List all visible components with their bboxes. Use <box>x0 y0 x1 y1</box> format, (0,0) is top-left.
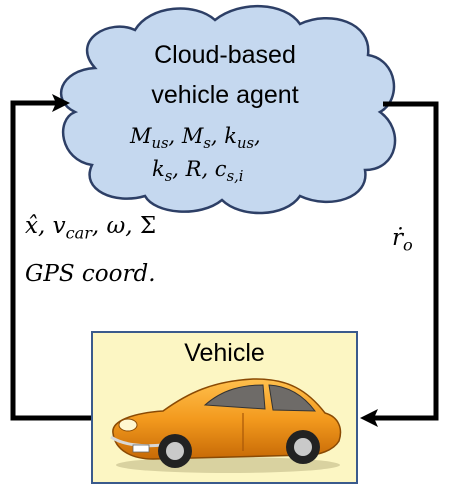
left-label-gps: GPS coord. <box>25 261 156 287</box>
arrowhead-into-vehicle-icon <box>360 409 378 427</box>
cloud-parameters-line2: ks, R, cs,i <box>152 157 244 186</box>
cloud-shape <box>59 4 397 215</box>
arrowhead-into-cloud-icon <box>52 94 70 112</box>
right-label-rate: ṙo <box>392 225 413 255</box>
left-feedback-line <box>10 100 91 421</box>
cloud-title-line2: vehicle agent <box>151 81 299 109</box>
vehicle-box: Vehicle <box>91 331 358 484</box>
left-label-state: x̂, vcar, ω, Σ <box>25 213 157 243</box>
vehicle-label: Vehicle <box>184 339 265 367</box>
car-icon <box>110 378 342 473</box>
right-command-line <box>372 101 439 421</box>
cloud-title-line1: Cloud-based <box>154 41 296 69</box>
cloud-parameters-line1: Mus, Ms, kus, <box>130 124 261 153</box>
